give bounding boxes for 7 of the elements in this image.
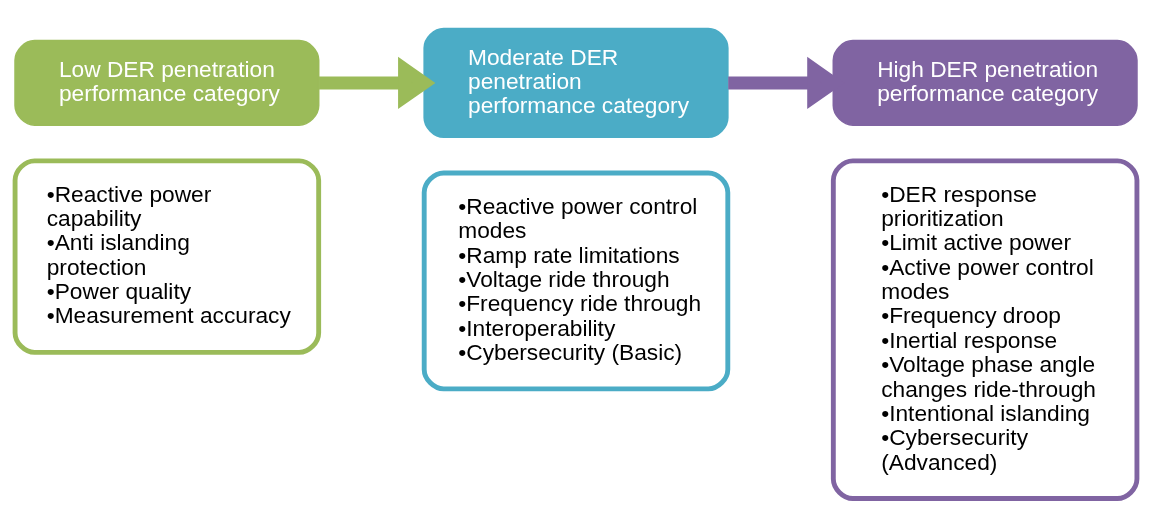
node-box: •DER response prioritization •Limit active power •Active power control modes •Frequency droop •Inertial response •Voltage phase angle changes ride-through •Intentional islanding •Cybersecurity (Advanced): [830, 158, 1140, 501]
arrow: [319, 56, 436, 109]
node-box: Low DER penetration performance category: [14, 39, 320, 126]
node-box: •Reactive power capability •Anti islanding protection •Power quality •Measurement accuracy: [12, 158, 322, 355]
node-box: High DER penetration performance category: [832, 39, 1138, 126]
node-box: •Reactive power control modes •Ramp rate limitations •Voltage ride through •Frequency ride through •Interoperability •Cybersecurity (Basic): [421, 170, 731, 392]
node-box: Moderate DER penetration performance category: [423, 27, 729, 139]
